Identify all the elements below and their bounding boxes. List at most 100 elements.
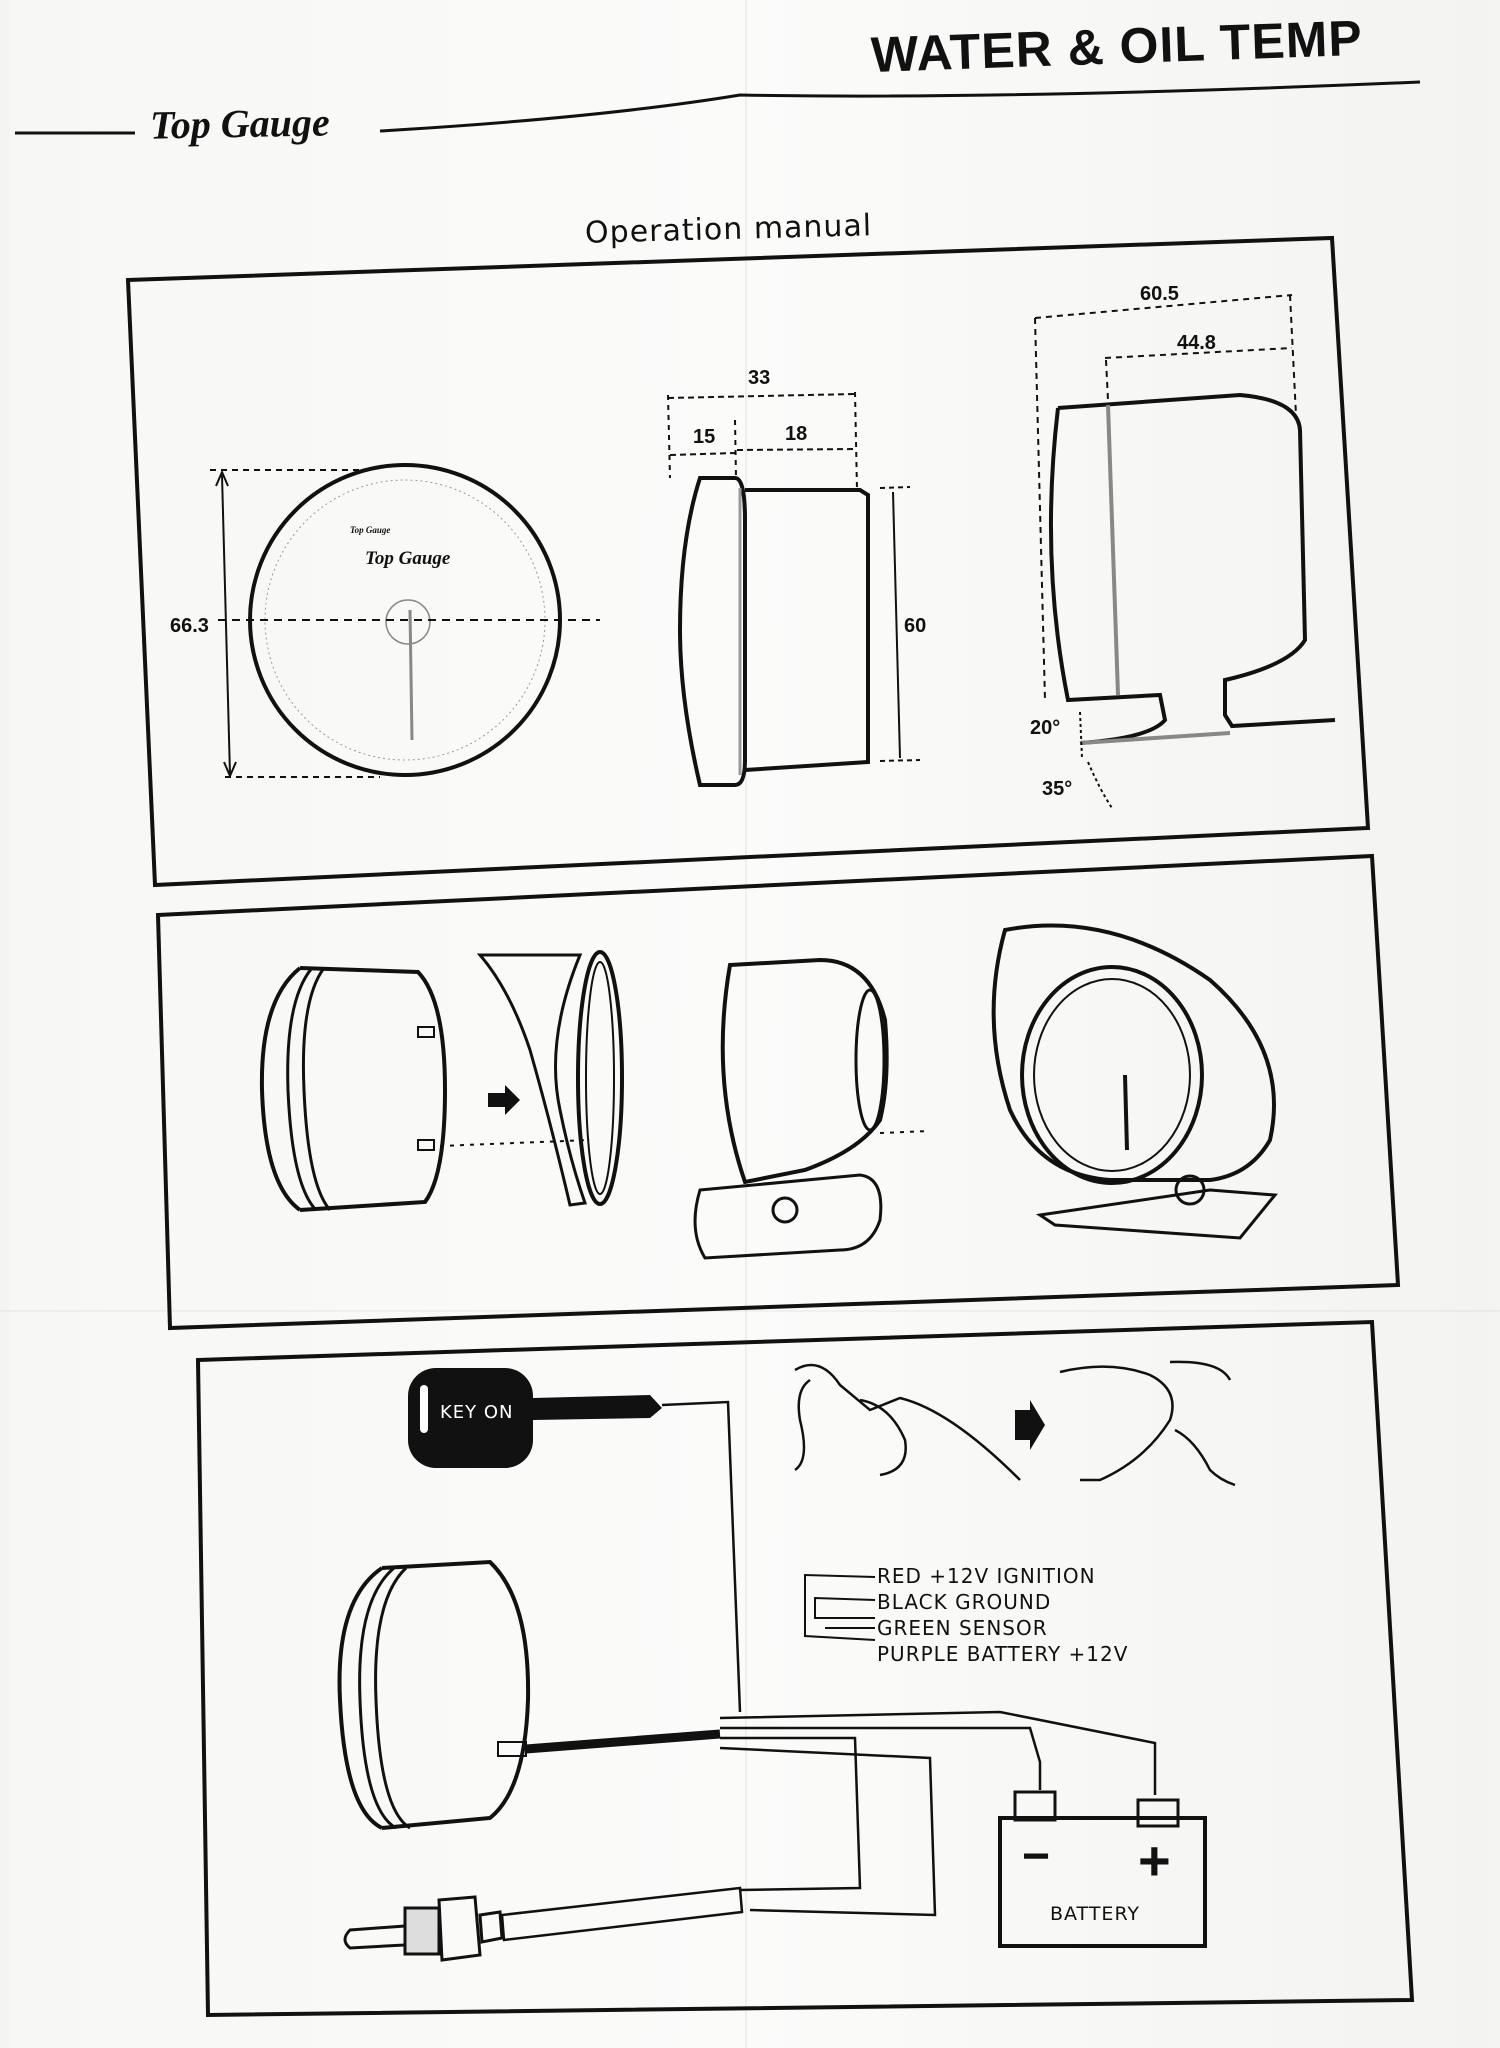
key-on-label: KEY ON (440, 1402, 514, 1423)
dim-ext-rear (854, 391, 858, 491)
dim-line-60 (892, 491, 901, 759)
wiring-gauge-ring-1 (358, 1566, 397, 1830)
sensor-thread (403, 1906, 441, 1956)
wire-label-purple: PURPLE BATTERY +12V (877, 1642, 1129, 1666)
hand-right-1-icon (859, 1398, 907, 1477)
paper-fold-vertical (745, 0, 747, 2048)
assembly-pod-drawing (693, 957, 889, 1260)
dim-pod-inner: 44.8 (1177, 332, 1216, 354)
assembly-bezel-front (259, 966, 302, 1212)
key-blade-icon (533, 1395, 662, 1420)
sensor-cable (500, 1886, 744, 1942)
paper-fold-horizontal (0, 1310, 1500, 1312)
pod-side-drawing: 60.5 44.8 20° 35° (1030, 283, 1336, 809)
gauge-hub-icon (385, 599, 431, 645)
wiring-gauge-drawing (337, 1559, 531, 1830)
gauge-body-side (744, 488, 870, 772)
battery-terminal-positive (1136, 1798, 1180, 1828)
gauge-face-drawing: 66.3 (170, 463, 600, 779)
sensor-probe (343, 1924, 407, 1950)
legend-line-red (804, 1573, 876, 1641)
pod-front-outline (1048, 407, 1168, 745)
dim-line-33 (667, 393, 856, 399)
wiring-panel (195, 1319, 1415, 2018)
wire-label-green: GREEN SENSOR (877, 1616, 1048, 1640)
dim-tilt-min: 20° (1030, 717, 1060, 739)
dim-line-15 (669, 452, 736, 456)
wire-legend-lines (804, 1573, 876, 1641)
finished-gauge-face (1033, 978, 1191, 1172)
key-slot (420, 1385, 428, 1433)
visor-ring-inner (585, 961, 615, 1195)
hand-left-2-icon (1059, 1360, 1232, 1482)
dim-tilt-max: 35° (1042, 778, 1072, 800)
wire-green (720, 1736, 862, 1892)
assembly-visor-drawing (476, 950, 624, 1207)
sensor-nut-icon (437, 1895, 482, 1962)
wire-ground (719, 1746, 937, 1917)
ignition-wire (661, 1400, 742, 1713)
battery-minus-icon: − (1022, 1830, 1050, 1883)
sensor-collar (478, 1910, 504, 1944)
dim-depth-total: 33 (748, 367, 770, 389)
dim-ext-front (667, 394, 671, 479)
battery-terminal-negative (1013, 1790, 1057, 1822)
dim-ext-pod-front (1034, 317, 1046, 701)
pod-shell (720, 957, 889, 1185)
dim-ext-body-top (879, 486, 911, 489)
wiring-harness-cable (525, 1729, 721, 1754)
ignition-key-drawing (408, 1368, 662, 1468)
battery-plus-icon: + (1138, 1829, 1171, 1892)
dim-body-diameter: 60 (904, 615, 926, 637)
assembly-panel (155, 853, 1401, 1331)
finished-base-plate (1035, 1188, 1278, 1240)
dim-line-face (221, 474, 231, 776)
dim-ext-pod-mid (1105, 359, 1109, 401)
alignment-dotted-line-2 (879, 1130, 931, 1134)
dim-ext-mid (734, 419, 737, 479)
battery-body (998, 1816, 1207, 1948)
pod-bolt-icon (771, 1196, 799, 1224)
arrow-right-icon-2 (1015, 1400, 1045, 1450)
wiring-gauge-ring-2 (374, 1566, 411, 1830)
assembly-gauge-drawing (259, 966, 448, 1212)
dim-face-diameter: 66.3 (170, 615, 209, 637)
wire-black (720, 1726, 1042, 1790)
dim-line-18 (736, 448, 858, 451)
hand-left-1-icon (794, 1363, 1021, 1481)
arrow-down-icon (223, 761, 237, 779)
gauge-bezel-side (677, 476, 747, 787)
assembly-tab-bottom (417, 1139, 435, 1151)
dim-depth-front: 15 (693, 426, 715, 448)
finished-visor (991, 923, 1276, 1182)
dim-depth-rear: 18 (785, 423, 807, 445)
gauge-needle (408, 609, 414, 741)
legend-line-black (814, 1596, 876, 1619)
key-head-icon (408, 1368, 533, 1468)
finished-bolt-icon (1174, 1174, 1206, 1206)
manual-sheet (10, 0, 1490, 2048)
assembly-finished-drawing (991, 923, 1278, 1240)
assembly-bezel-ring-1 (286, 967, 318, 1212)
pod-outline (1057, 392, 1336, 729)
finished-gauge-needle (1123, 1074, 1129, 1151)
dimensions-panel (125, 235, 1371, 888)
arrow-up-icon (215, 469, 229, 487)
wiring-gauge-bezel (337, 1566, 384, 1830)
battery-drawing: − + (998, 1790, 1207, 1948)
dim-ext-pod-rear (1289, 294, 1297, 416)
wire-label-black: BLACK GROUND (877, 1590, 1052, 1614)
gauge-face-logo-small: Top Gauge (350, 525, 391, 535)
battery-label: BATTERY (1050, 1903, 1141, 1925)
header-rule-right (379, 80, 1421, 133)
hand-right-2-icon (1174, 1428, 1236, 1487)
dim-pod-total: 60.5 (1140, 283, 1179, 305)
angle-arc (1087, 761, 1113, 809)
arrow-right-icon (488, 1085, 520, 1115)
assembly-gauge-body (299, 966, 448, 1212)
temp-sensor-drawing (343, 1886, 744, 1962)
wiring-gauge-body (381, 1559, 531, 1830)
pod-seam (1106, 404, 1120, 696)
hands-connector-drawing (794, 1360, 1236, 1487)
